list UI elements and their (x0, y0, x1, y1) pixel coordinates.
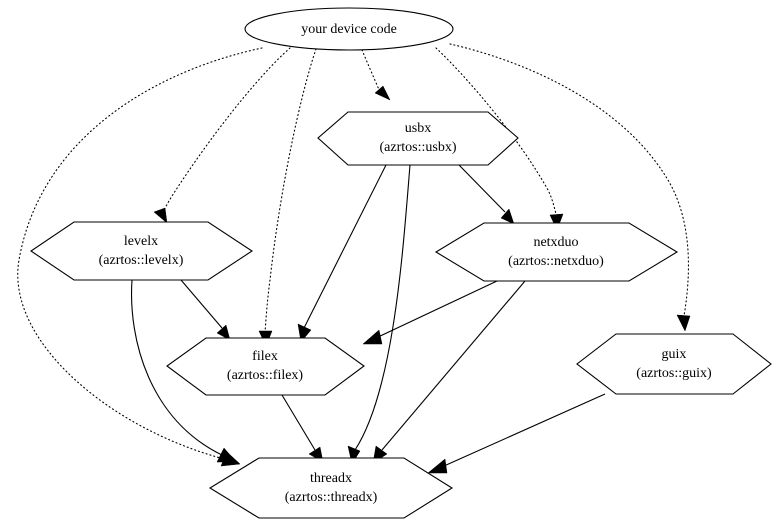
edge-guix-to-threadx (427, 393, 606, 474)
node-layer: your device code usbx (azrtos::usbx) lev… (30, 7, 772, 519)
edge-device-to-usbx (361, 49, 391, 101)
node-shape-octagon (317, 111, 519, 166)
node-label-levelx-line2: (azrtos::levelx) (99, 253, 184, 268)
node-label-filex-line2: (azrtos::filex) (227, 368, 304, 383)
node-label-usbx-line1: usbx (405, 121, 431, 136)
node-label-filex-line1: filex (252, 349, 278, 364)
node-shape-octagon (576, 333, 772, 395)
edge-netxduo-to-filex (362, 280, 498, 345)
edge-device-to-levelx (153, 47, 291, 224)
edge-levelx-to-threadx (131, 279, 237, 463)
node-shape-octagon (434, 222, 679, 282)
node-label-levelx-line1: levelx (124, 234, 158, 249)
node-label-device-line1: your device code (301, 22, 397, 37)
node-label-threadx-line2: (azrtos::threadx) (285, 490, 378, 505)
node-label-guix-line1: guix (662, 347, 687, 362)
edge-device-to-guix (449, 43, 691, 332)
edge-usbx-to-threadx (347, 164, 411, 465)
node-shape-octagon (208, 457, 454, 519)
edge-usbx-to-netxduo (458, 164, 515, 225)
node-threadx[interactable]: threadx (azrtos::threadx) (208, 457, 454, 519)
node-label-guix-line2: (azrtos::guix) (636, 366, 712, 381)
node-shape-octagon (30, 221, 253, 281)
node-label-threadx-line1: threadx (310, 471, 352, 486)
node-shape-octagon (166, 337, 365, 396)
edge-levelx-to-filex (180, 279, 231, 341)
edge-usbx-to-filex (297, 164, 387, 343)
node-levelx[interactable]: levelx (azrtos::levelx) (30, 221, 253, 281)
edge-device-to-filex (258, 48, 317, 347)
node-filex[interactable]: filex (azrtos::filex) (166, 337, 365, 396)
node-label-netxduo-line2: (azrtos::netxduo) (508, 254, 604, 269)
edge-layer (17, 43, 691, 474)
node-label-netxduo-line1: netxduo (533, 235, 578, 250)
node-guix[interactable]: guix (azrtos::guix) (576, 333, 772, 395)
node-your-device-code[interactable]: your device code (244, 7, 454, 51)
node-shape-ellipse (244, 7, 454, 51)
node-netxduo[interactable]: netxduo (azrtos::netxduo) (434, 222, 679, 282)
node-usbx[interactable]: usbx (azrtos::usbx) (317, 111, 519, 166)
edge-filex-to-threadx (281, 394, 324, 463)
node-label-usbx-line2: (azrtos::usbx) (380, 140, 457, 155)
